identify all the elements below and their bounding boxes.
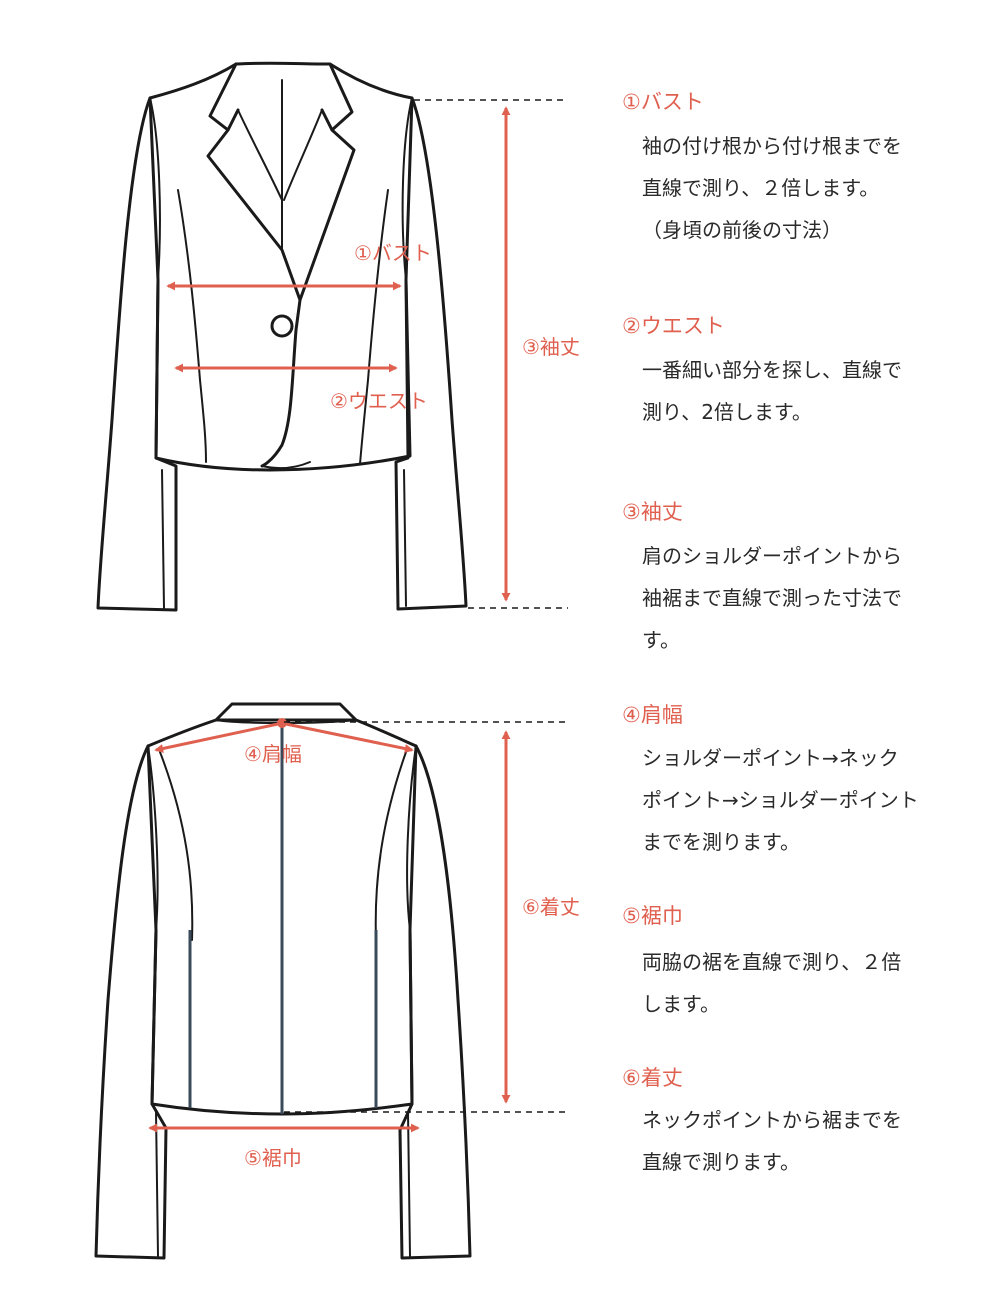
shoulder-description: ショルダーポイント→ネック ポイント→ショルダーポイント までを測ります。 bbox=[642, 737, 919, 863]
front-right-sleeve bbox=[394, 96, 468, 611]
shoulder-title: ④肩幅 bbox=[622, 703, 683, 727]
shoulder-line-1: ショルダーポイント→ネック bbox=[642, 746, 899, 770]
bust-title: ①バスト bbox=[622, 90, 704, 114]
back-measurements bbox=[148, 722, 511, 1133]
shoulder-line-2: ポイント→ショルダーポイント bbox=[642, 788, 919, 812]
waist-description: 一番細い部分を探し、直線で 測り、2倍します。 bbox=[642, 349, 902, 433]
hem-line-1: 両脇の裾を直線で測り、２倍 bbox=[642, 950, 902, 974]
front-left-sleeve bbox=[96, 96, 178, 612]
sleeve-description: 肩のショルダーポイントから 袖裾まで直線で測った寸法で す。 bbox=[642, 535, 902, 661]
length-title: ⑥着丈 bbox=[622, 1066, 683, 1090]
bust-description: 袖の付け根から付け根までを 直線で測り、２倍します。 （身頃の前後の寸法） bbox=[642, 125, 902, 251]
hem-title: ⑤裾巾 bbox=[622, 904, 683, 928]
back-collar bbox=[214, 702, 358, 722]
back-left-sleeve bbox=[94, 744, 168, 1260]
waist-line-2: 測り、2倍します。 bbox=[642, 400, 812, 424]
hem-description: 両脇の裾を直線で測り、２倍 します。 bbox=[642, 941, 901, 1025]
bust-diagram-label: ①バスト bbox=[354, 241, 432, 265]
back-body bbox=[146, 718, 418, 1116]
sleeve-line-3: す。 bbox=[642, 628, 680, 652]
front-left-lapel bbox=[206, 128, 302, 302]
sleeve-title: ③袖丈 bbox=[622, 500, 683, 524]
shoulder-line-3: までを測ります。 bbox=[642, 830, 800, 854]
bust-line-1: 袖の付け根から付け根までを bbox=[642, 134, 902, 158]
shoulder-right-arrow bbox=[285, 722, 414, 753]
length-line-2: 直線で測ります。 bbox=[642, 1150, 800, 1174]
front-collar bbox=[208, 62, 354, 132]
hem-line-2: します。 bbox=[642, 992, 720, 1016]
waist-line-1: 一番細い部分を探し、直線で bbox=[642, 358, 902, 382]
hem-diagram-label: ⑤裾巾 bbox=[244, 1146, 302, 1170]
front-button bbox=[270, 314, 294, 338]
bust-line-3: （身頃の前後の寸法） bbox=[642, 218, 842, 242]
length-line-1: ネックポイントから裾までを bbox=[642, 1108, 902, 1132]
front-right-lapel bbox=[260, 128, 356, 468]
shoulder-left-arrow bbox=[154, 722, 279, 753]
shoulder-diagram-label: ④肩幅 bbox=[244, 742, 302, 766]
waist-diagram-label: ②ウエスト bbox=[330, 389, 428, 413]
back-jacket bbox=[94, 702, 472, 1260]
back-right-sleeve bbox=[398, 744, 472, 1260]
waist-title: ②ウエスト bbox=[622, 314, 725, 338]
front-measurements bbox=[166, 106, 511, 602]
length-description: ネックポイントから裾までを 直線で測ります。 bbox=[642, 1099, 902, 1183]
length-diagram-label: ⑥着丈 bbox=[522, 895, 580, 919]
neck-point-dot bbox=[277, 718, 287, 728]
sleeve-diagram-label: ③袖丈 bbox=[522, 335, 580, 359]
bust-line-2: 直線で測り、２倍します。 bbox=[642, 176, 880, 200]
sleeve-line-1: 肩のショルダーポイントから bbox=[642, 544, 902, 568]
sleeve-line-2: 袖裾まで直線で測った寸法で bbox=[642, 586, 902, 610]
